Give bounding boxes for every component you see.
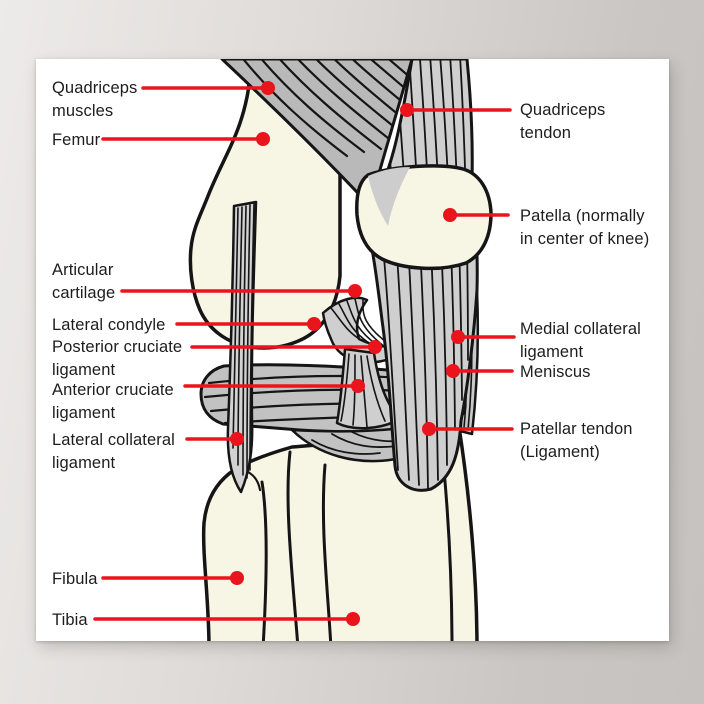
leader-quadriceps-muscles: [141, 81, 275, 95]
leader-lateral-condyle: [175, 317, 321, 331]
patella-shape: [355, 164, 493, 271]
label-fibula: Fibula: [52, 570, 98, 588]
label-meniscus: Meniscus: [520, 363, 591, 381]
leader-articular-cartilage: [120, 284, 362, 298]
label-quadriceps-muscles: Quadriceps muscles: [52, 79, 138, 120]
leader-fibula: [101, 571, 244, 585]
leader-anterior-cruciate: [183, 379, 365, 393]
leader-lateral-collateral: [185, 432, 244, 446]
label-patella: Patella (normally in center of knee): [520, 207, 650, 248]
leader-medial-collateral: [451, 330, 516, 344]
label-tibia: Tibia: [52, 611, 88, 629]
label-lateral-collateral-ligament: Lateral collateral ligament: [52, 431, 175, 472]
label-medial-collateral-ligament: Medial collateral ligament: [520, 320, 641, 361]
anterior-cruciate-shape: [335, 347, 402, 430]
leader-posterior-cruciate: [190, 340, 382, 354]
leader-lines: [93, 81, 516, 626]
leader-tibia: [93, 612, 360, 626]
leader-quadriceps-tendon: [400, 103, 512, 117]
leader-patellar-tendon: [422, 422, 514, 436]
label-femur: Femur: [52, 131, 101, 149]
label-articular-cartilage: Articular cartilage: [52, 261, 116, 302]
label-posterior-cruciate-ligament: Posterior cruciate ligament: [52, 338, 183, 379]
leader-femur: [101, 132, 270, 146]
label-patellar-tendon: Patellar tendon (Ligament): [520, 420, 633, 461]
leader-meniscus: [446, 364, 514, 378]
label-quadriceps-tendon: Quadriceps tendon: [520, 101, 606, 142]
label-lateral-condyle: Lateral condyle: [52, 316, 166, 334]
label-anterior-cruciate-ligament: Anterior cruciate ligament: [52, 381, 174, 422]
leader-patella: [443, 208, 510, 222]
